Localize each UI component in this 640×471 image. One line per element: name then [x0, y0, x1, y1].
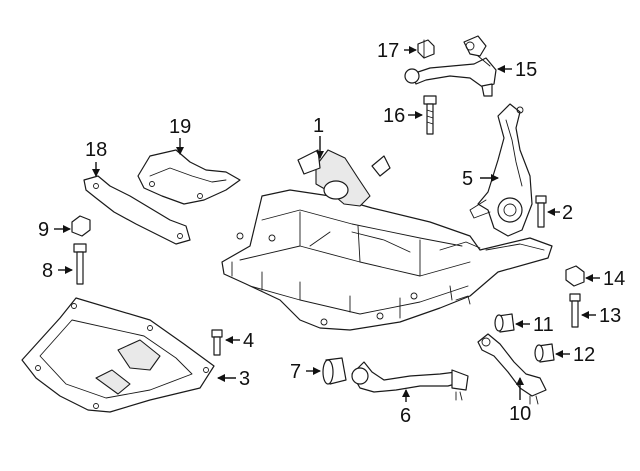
- callout-13: 13: [599, 305, 621, 327]
- bolt-8-part: [73, 243, 87, 285]
- callout-2: 2: [562, 202, 573, 224]
- tension-strut-part: [477, 333, 547, 405]
- lower-control-arm-part: [351, 361, 469, 401]
- callout-18: 18: [85, 139, 107, 161]
- callout-16: 16: [383, 105, 405, 127]
- bolt-4-part: [211, 329, 223, 356]
- callout-14: 14: [603, 268, 625, 290]
- callout-10: 10: [509, 403, 531, 425]
- callout-8: 8: [42, 260, 53, 282]
- callout-15: 15: [515, 59, 537, 81]
- bushing-12-part: [534, 343, 555, 363]
- callout-3: 3: [239, 368, 250, 390]
- callout-7: 7: [290, 361, 301, 383]
- leader-lines: [54, 46, 600, 402]
- upper-control-arm-part: [404, 35, 497, 97]
- callout-12: 12: [573, 344, 595, 366]
- nut-14-part: [565, 265, 585, 287]
- bolt-2-part: [535, 195, 547, 228]
- callout-4: 4: [243, 330, 254, 352]
- steering-knuckle-part: [469, 103, 533, 237]
- nut-17-part: [417, 39, 435, 59]
- heat-shield-19-part: [137, 149, 241, 205]
- callout-5: 5: [462, 168, 473, 190]
- subframe-part: [221, 149, 553, 331]
- callout-9: 9: [38, 219, 49, 241]
- callout-6: 6: [400, 405, 411, 427]
- bushing-7-part: [322, 357, 347, 385]
- callout-1: 1: [313, 115, 324, 137]
- nut-9-part: [71, 215, 91, 237]
- callout-19: 19: [169, 116, 191, 138]
- bracket-18-part: [83, 175, 191, 245]
- lower-shield-part: [21, 297, 215, 413]
- bolt-16-part: [423, 95, 437, 135]
- callout-labels: 1 2 3 4 5 6 7 8 9 10 11 12 13 14 15 16 1…: [38, 40, 625, 427]
- bolt-13-part: [569, 293, 581, 328]
- callout-11: 11: [533, 314, 554, 336]
- callout-17: 17: [377, 40, 399, 62]
- bushing-11-part: [494, 313, 515, 333]
